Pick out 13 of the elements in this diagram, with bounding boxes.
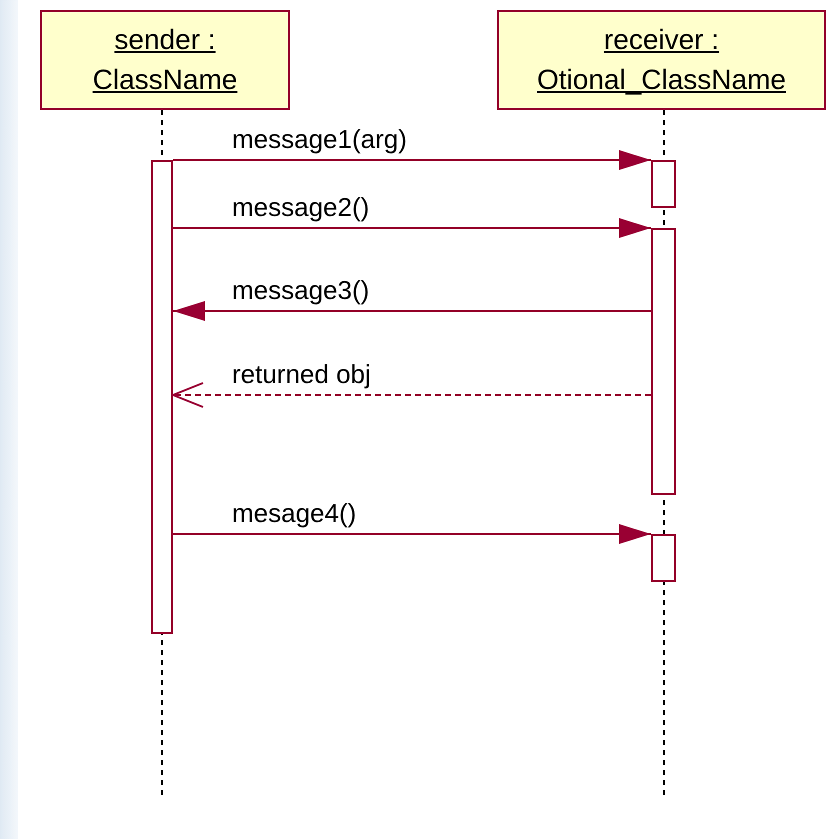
object-box xyxy=(497,10,826,110)
activation-bar xyxy=(651,228,676,495)
message-arrow xyxy=(173,218,651,238)
object-name: sender : ClassName xyxy=(92,23,238,97)
object-box xyxy=(40,10,290,110)
message-arrow xyxy=(173,301,651,321)
message-arrow xyxy=(173,150,651,170)
return-arrow xyxy=(172,382,651,408)
object-name: receiver : Otional_ClassName xyxy=(536,23,787,97)
message-arrow xyxy=(173,524,651,544)
activation-bar xyxy=(651,160,676,208)
activation-bar xyxy=(151,160,173,634)
activation-bar xyxy=(651,534,676,582)
